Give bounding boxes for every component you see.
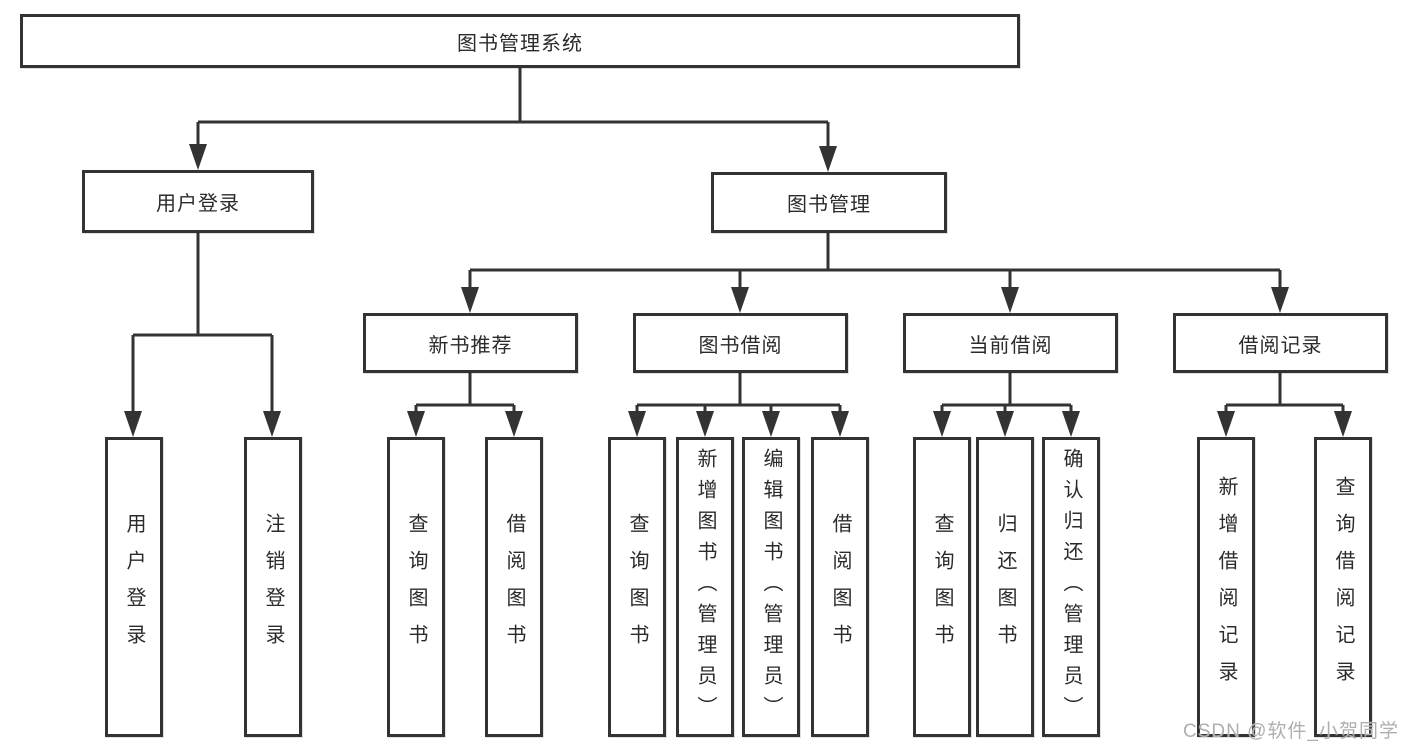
leaf-label: 借阅图书 xyxy=(503,513,525,661)
node-library-management-system: 图书管理系统 xyxy=(20,14,1020,68)
leaf-label: 确认归还（管理员） xyxy=(1060,447,1082,727)
node-user-login: 用户登录 xyxy=(82,170,314,233)
leaf-add-borrow-record: 新增借阅记录 xyxy=(1197,437,1255,737)
leaf-label: 新增借阅记录 xyxy=(1215,476,1237,698)
leaf-label: 新增图书（管理员） xyxy=(694,447,716,727)
leaf-confirm-return-admin: 确认归还（管理员） xyxy=(1042,437,1100,737)
node-borrowing-records: 借阅记录 xyxy=(1173,313,1388,373)
leaf-borrow-books-borrowing: 借阅图书 xyxy=(811,437,869,737)
leaf-label: 用户登录 xyxy=(123,513,145,661)
arrowheads xyxy=(124,144,1352,437)
leaf-label: 查询图书 xyxy=(931,513,953,661)
leaf-label: 借阅图书 xyxy=(829,513,851,661)
leaf-user-login: 用户登录 xyxy=(105,437,163,737)
leaf-label: 查询借阅记录 xyxy=(1332,476,1354,698)
leaf-logout: 注销登录 xyxy=(244,437,302,737)
csdn-watermark: CSDN @软件_小贺同学 xyxy=(1183,721,1399,742)
leaf-label: 查询图书 xyxy=(405,513,427,661)
leaf-label: 编辑图书（管理员） xyxy=(760,447,782,727)
leaf-label: 注销登录 xyxy=(262,513,284,661)
node-new-book-recommend: 新书推荐 xyxy=(363,313,578,373)
connector-lines xyxy=(131,68,1345,414)
leaf-label: 归还图书 xyxy=(994,513,1016,661)
leaf-label: 查询图书 xyxy=(626,513,648,661)
leaf-query-borrow-record: 查询借阅记录 xyxy=(1314,437,1372,737)
leaf-add-books-admin: 新增图书（管理员） xyxy=(676,437,734,737)
leaf-query-books-recommend: 查询图书 xyxy=(387,437,445,737)
node-book-management: 图书管理 xyxy=(711,172,947,233)
leaf-query-books-current: 查询图书 xyxy=(913,437,971,737)
leaf-borrow-books-recommend: 借阅图书 xyxy=(485,437,543,737)
leaf-return-books: 归还图书 xyxy=(976,437,1034,737)
node-book-borrowing: 图书借阅 xyxy=(633,313,848,373)
node-current-borrowing: 当前借阅 xyxy=(903,313,1118,373)
leaf-query-books-borrowing: 查询图书 xyxy=(608,437,666,737)
leaf-edit-books-admin: 编辑图书（管理员） xyxy=(742,437,800,737)
